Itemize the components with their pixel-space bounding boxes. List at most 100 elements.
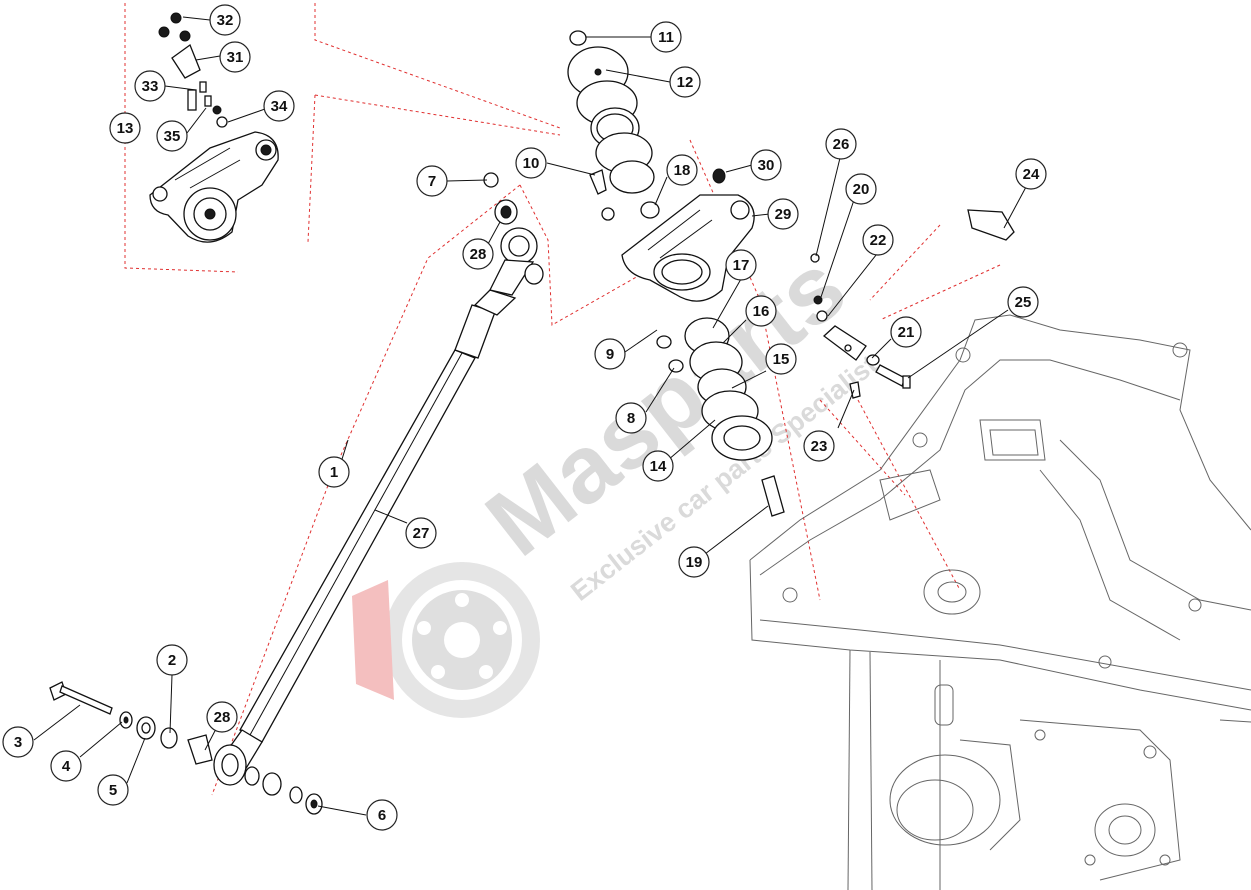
callout-number: 22 <box>870 232 887 249</box>
callout-circle <box>642 450 674 482</box>
callout-14: 14 <box>642 450 674 482</box>
inset-bracket-assembly <box>149 12 279 243</box>
callout-circle <box>745 295 777 327</box>
callout-31: 31 <box>219 41 251 73</box>
callout-20: 20 <box>845 173 877 205</box>
callout-number: 25 <box>1015 294 1032 311</box>
callout-3: 3 <box>2 726 34 758</box>
callout-labels: 1234567891011121314151617181920212223242… <box>2 4 1047 831</box>
callout-number: 2 <box>168 652 176 669</box>
callout-18: 18 <box>666 154 698 186</box>
callout-number: 12 <box>677 74 694 91</box>
callout-32: 32 <box>209 4 241 36</box>
callout-number: 11 <box>658 29 674 46</box>
callout-23: 23 <box>803 430 835 462</box>
callout-17: 17 <box>725 249 757 281</box>
callout-33: 33 <box>134 70 166 102</box>
callout-1: 1 <box>318 456 350 488</box>
callout-number: 6 <box>378 807 386 824</box>
callout-27: 27 <box>405 517 437 549</box>
callout-circle <box>515 147 547 179</box>
callout-number: 20 <box>853 181 870 198</box>
callout-number: 16 <box>753 303 770 320</box>
callout-circle <box>765 343 797 375</box>
callout-7: 7 <box>416 165 448 197</box>
callout-circle <box>845 173 877 205</box>
callout-24: 24 <box>1015 158 1047 190</box>
callout-circle <box>366 799 398 831</box>
callout-circle <box>156 120 188 152</box>
callout-28: 28 <box>206 701 238 733</box>
drag-link-rod <box>213 227 538 786</box>
watermark-logo-disc <box>352 562 540 718</box>
callout-number: 4 <box>62 758 71 775</box>
callout-number: 24 <box>1023 166 1040 183</box>
callout-number: 19 <box>686 554 703 571</box>
callout-circle <box>862 224 894 256</box>
callout-number: 13 <box>117 120 134 137</box>
callout-circle <box>50 750 82 782</box>
callout-number: 14 <box>650 458 667 475</box>
callout-circle <box>156 644 188 676</box>
callout-number: 18 <box>674 162 691 179</box>
callout-number: 9 <box>606 346 614 363</box>
callout-circle <box>825 128 857 160</box>
callout-circle <box>219 41 251 73</box>
callout-number: 27 <box>413 525 430 542</box>
callout-22: 22 <box>862 224 894 256</box>
callout-10: 10 <box>515 147 547 179</box>
callout-12: 12 <box>669 66 701 98</box>
callout-number: 1 <box>330 464 338 481</box>
callout-number: 28 <box>470 246 487 263</box>
callout-circle <box>2 726 34 758</box>
callout-4: 4 <box>50 750 82 782</box>
callout-35: 35 <box>156 120 188 152</box>
callout-circle <box>1007 286 1039 318</box>
callout-circle <box>725 249 757 281</box>
callout-number: 31 <box>227 49 244 66</box>
callout-number: 23 <box>811 438 828 455</box>
callout-circle <box>318 456 350 488</box>
callout-circle <box>416 165 448 197</box>
callout-number: 10 <box>523 155 540 172</box>
callout-circle <box>462 238 494 270</box>
dust-boot-upper <box>483 172 544 285</box>
callout-6: 6 <box>366 799 398 831</box>
callout-circle <box>405 517 437 549</box>
callout-circle <box>209 4 241 36</box>
callout-number: 26 <box>833 136 850 153</box>
callout-circle <box>1015 158 1047 190</box>
callout-number: 32 <box>217 12 234 29</box>
callout-circle <box>594 338 626 370</box>
callout-circle <box>109 112 141 144</box>
callout-number: 28 <box>214 709 231 726</box>
link-plate-assembly <box>810 209 1015 399</box>
kingpin-stack <box>567 30 785 517</box>
callout-number: 7 <box>428 173 436 190</box>
callout-circle <box>206 701 238 733</box>
callout-circle <box>890 316 922 348</box>
callout-number: 34 <box>271 98 288 115</box>
callout-circle <box>666 154 698 186</box>
callout-8: 8 <box>615 402 647 434</box>
callout-34: 34 <box>263 90 295 122</box>
callout-number: 33 <box>142 78 159 95</box>
callout-29: 29 <box>767 198 799 230</box>
assembly-guide-lines <box>124 3 1001 796</box>
callout-number: 30 <box>758 157 775 174</box>
callout-15: 15 <box>765 343 797 375</box>
callout-circle <box>134 70 166 102</box>
callout-number: 8 <box>627 410 635 427</box>
callout-30: 30 <box>750 149 782 181</box>
callout-5: 5 <box>97 774 129 806</box>
callout-9: 9 <box>594 338 626 370</box>
callout-circle <box>97 774 129 806</box>
callout-circle <box>615 402 647 434</box>
callout-circle <box>767 198 799 230</box>
callout-circle <box>669 66 701 98</box>
callout-circle <box>263 90 295 122</box>
axle-housing <box>749 314 1251 890</box>
callout-25: 25 <box>1007 286 1039 318</box>
callout-number: 15 <box>773 351 790 368</box>
